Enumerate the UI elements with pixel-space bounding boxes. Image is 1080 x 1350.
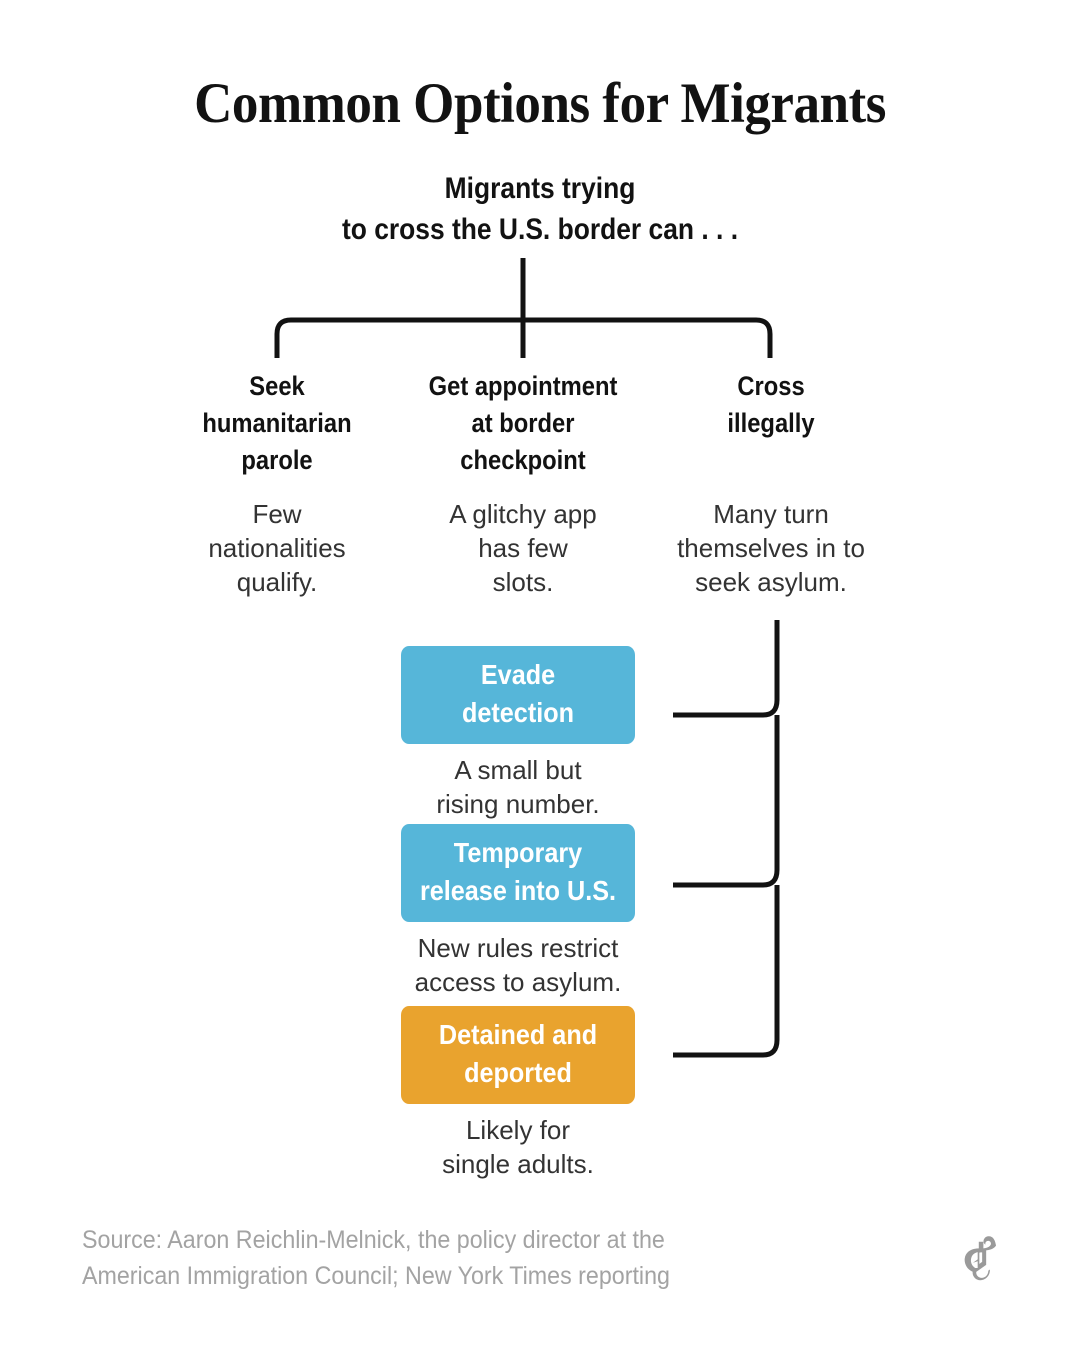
connector-to-detained-deported [673,885,780,1058]
source-credit: Source: Aaron Reichlin-Melnick, the poli… [82,1226,670,1290]
outcome-temporary-release-into-us: Temporary release into U.S. New rules re… [388,824,648,999]
branch-heading: Get appointment at border checkpoint [428,371,618,475]
footer: Source: Aaron Reichlin-Melnick, the poli… [82,1222,902,1294]
root-statement: Migrants trying to cross the U.S. border… [188,168,892,250]
branch-heading: Cross illegally [727,371,815,438]
branch-bar-line [274,317,773,358]
outcome-note: New rules restrict access to asylum. [414,933,622,997]
nyt-t-logo-icon [964,1236,997,1281]
outcome-detained-and-deported: Detained and deported Likely for single … [388,1006,648,1181]
connector-to-temporary-release [673,715,780,888]
outcome-note: Likely for single adults. [442,1115,594,1179]
branch-heading: Seek humanitarian parole [202,371,352,475]
branch-note: Many turn themselves in to seek asylum. [677,499,865,597]
branch-get-appointment-at-border-checkpoint: Get appointment at border checkpoint A g… [378,368,668,599]
branch-seek-humanitarian-parole: Seek humanitarian parole Few nationaliti… [142,368,412,599]
root-statement-line-2: to cross the U.S. border can . . . [341,213,739,246]
outcome-badge: Evade detection [401,646,635,744]
branch-cross-illegally: Cross illegally Many turn themselves in … [660,368,882,599]
connector-to-evade-detection [673,620,780,718]
branch-note: A glitchy app has few slots. [449,499,597,597]
outcome-note: A small but rising number. [436,755,600,819]
outcome-badge: Temporary release into U.S. [401,824,635,922]
page-title: Common Options for Migrants [194,72,886,135]
branch-note: Few nationalities qualify. [208,499,346,597]
root-statement-line-1: Migrants trying [444,172,636,205]
outcome-badge: Detained and deported [401,1006,635,1104]
outcome-evade-detection: Evade detection A small but rising numbe… [388,646,648,821]
